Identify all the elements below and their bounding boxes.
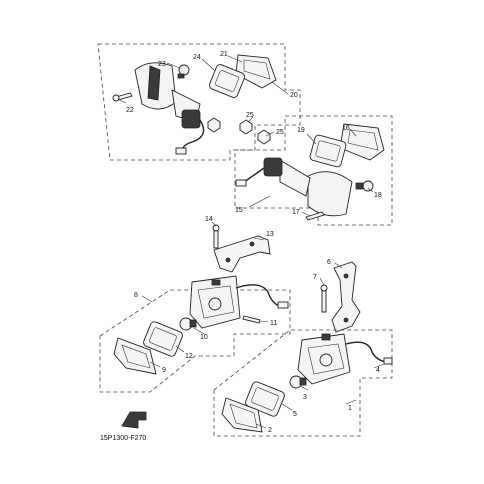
assembly-8-flasher: 8 10 11 12 9 [99,275,291,393]
nut-25a [207,117,221,133]
callout-8: 8 [134,292,138,299]
callout-23: 23 [158,61,166,68]
callout-14: 14 [205,216,213,223]
gasket-19 [309,134,347,168]
bulb-23 [178,64,190,76]
callout-24: 24 [193,54,201,61]
callout-22: 22 [126,107,134,114]
callout-10: 10 [200,334,208,341]
callout-15: 15 [235,207,243,214]
assembly-1-flasher: 4 3 5 2 1 [213,329,393,437]
callout-25b: 25 [276,129,284,136]
callout-16: 16 [342,125,350,132]
callout-3: 3 [303,394,307,401]
gasket-24 [208,64,246,98]
callout-21: 21 [220,51,228,58]
nut-25-upper [239,119,253,135]
bracket-13 [213,235,271,273]
assembly-20-frame [97,43,301,161]
bracket-13-group: 14 13 [205,216,274,273]
lens-9 [113,337,157,375]
bracket-6-group: 7 6 [313,259,361,333]
nut-25b [257,129,271,145]
bulb-18 [362,180,374,192]
callout-25a: 25 [246,112,254,119]
callout-13: 13 [266,231,274,238]
assembly-15-frame [234,115,393,226]
callout-20: 20 [290,92,298,99]
stem-15 [279,159,311,197]
bracket-6 [331,261,361,333]
callout-11: 11 [270,320,277,327]
callout-5: 5 [293,411,297,418]
callout-1: 1 [348,405,352,412]
callout-12: 12 [185,353,193,360]
assembly-20-flasher: 21 24 23 22 20 25 [97,43,301,161]
housing-15 [307,171,353,217]
bolt-7 [321,287,327,313]
callout-4: 4 [376,367,380,374]
callout-7: 7 [313,274,317,281]
callout-19: 19 [297,127,305,134]
callout-18: 18 [374,192,382,199]
callout-17: 17 [292,209,300,216]
assembly-15-flasher: 16 19 18 17 25 15 [234,115,393,226]
screw-17 [305,211,325,221]
callout-6: 6 [327,259,331,266]
assembly-1-frame [213,329,393,437]
front-arrow-icon [121,411,147,429]
lens-2 [221,397,263,433]
screw-11 [242,315,261,324]
callout-2: 2 [268,427,272,434]
part-code: 15P1300-F270 [100,435,146,442]
callout-9: 9 [162,367,166,374]
